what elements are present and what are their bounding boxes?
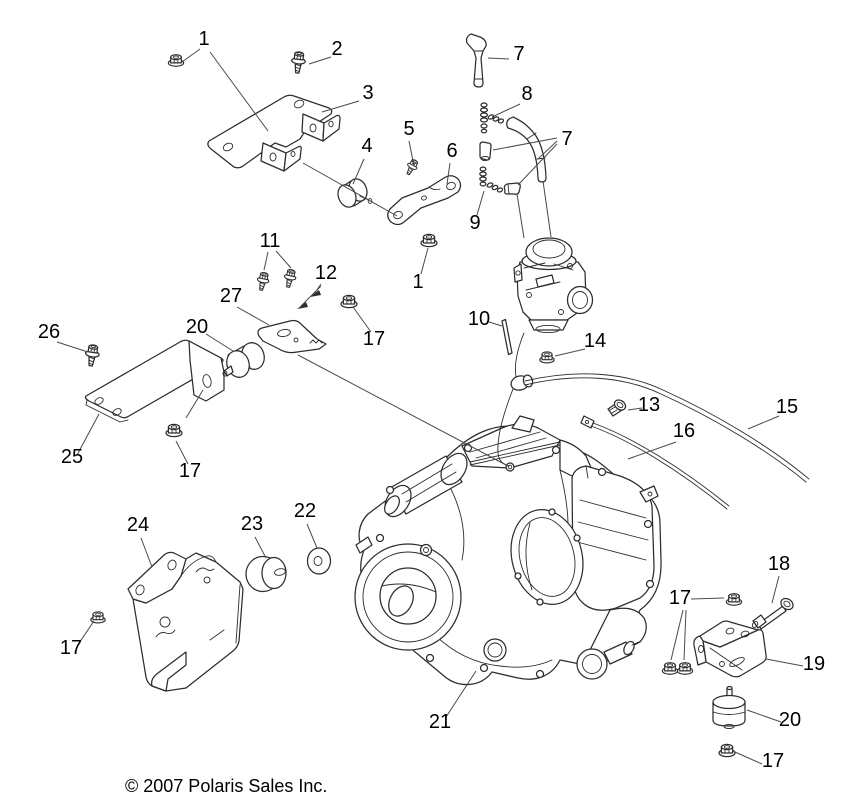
cable-16 <box>590 422 730 510</box>
callout-22: 22 <box>294 500 316 522</box>
callout-17-b: 17 <box>179 460 201 482</box>
callout-5: 5 <box>403 118 414 140</box>
flange-nut <box>661 662 679 675</box>
overflow-tube <box>501 318 513 356</box>
cable-ferrule <box>510 374 534 391</box>
flange-nut <box>718 743 736 758</box>
bolt-18 <box>751 597 794 630</box>
bracket-top <box>207 94 341 172</box>
callout-21: 21 <box>429 711 451 733</box>
bolt-13 <box>607 399 627 417</box>
callout-17-d: 17 <box>669 587 691 609</box>
callout-4: 4 <box>361 135 372 157</box>
pointer-arrows <box>297 290 321 309</box>
screw <box>83 343 101 368</box>
washer <box>306 547 332 575</box>
screw-small <box>403 157 421 178</box>
callout-2: 2 <box>331 38 342 60</box>
vent-hose-curved <box>506 116 547 183</box>
flange-nut <box>725 593 743 606</box>
callout-1-a: 1 <box>198 28 209 50</box>
callout-18: 18 <box>768 553 790 575</box>
vent-hose-top <box>465 33 487 88</box>
tee-fitting <box>479 102 505 134</box>
bolt <box>281 267 298 289</box>
hose-short-piece <box>479 141 492 161</box>
callout-13: 13 <box>638 394 660 416</box>
copyright-text: © 2007 Polaris Sales Inc. <box>125 776 327 796</box>
cable-15 <box>524 373 810 483</box>
callout-10: 10 <box>468 308 490 330</box>
flange-nut <box>167 54 185 67</box>
flange-nut <box>676 662 694 675</box>
callout-6: 6 <box>446 140 457 162</box>
flange-nut <box>90 611 106 624</box>
vent-hose-elbow <box>503 182 521 195</box>
callout-25: 25 <box>61 446 83 468</box>
flange-nut <box>340 294 358 309</box>
callout-17-a: 17 <box>363 328 385 350</box>
callout-8: 8 <box>521 83 532 105</box>
callout-23: 23 <box>241 513 263 535</box>
callout-12: 12 <box>315 262 337 284</box>
callout-7-b: 7 <box>561 128 572 150</box>
callout-19: 19 <box>803 653 825 675</box>
flange-nut <box>165 423 183 438</box>
callout-26: 26 <box>38 321 60 343</box>
callout-20-b: 20 <box>779 709 801 731</box>
callout-24: 24 <box>127 514 149 536</box>
callout-27: 27 <box>220 285 242 307</box>
gusset-bracket-small <box>257 319 327 354</box>
callout-16: 16 <box>673 420 695 442</box>
callout-9: 9 <box>469 212 480 234</box>
engine-assembly <box>354 415 662 686</box>
callout-14: 14 <box>584 330 606 352</box>
bushing-mount <box>337 178 373 208</box>
flange-nut <box>420 233 438 248</box>
bolt <box>254 270 271 292</box>
box-bracket <box>127 551 244 692</box>
carburetor <box>513 237 594 334</box>
rubber-mount-lower <box>712 685 746 729</box>
callout-15: 15 <box>776 396 798 418</box>
callout-20-a: 20 <box>186 316 208 338</box>
elbow-fitting <box>479 166 504 193</box>
screw <box>289 50 307 75</box>
long-bracket <box>84 339 225 423</box>
callout-7-a: 7 <box>513 43 524 65</box>
part-drawings <box>83 33 810 758</box>
cable-clamp <box>580 415 595 429</box>
callout-17-e: 17 <box>762 750 784 772</box>
callout-17-c: 17 <box>60 637 82 659</box>
callout-11: 11 <box>260 230 281 252</box>
callout-3: 3 <box>362 82 373 104</box>
callout-labels: 1 2 3 4 5 6 7 8 7 9 1 10 14 11 12 27 17 … <box>38 28 825 772</box>
callout-1-b: 1 <box>412 271 423 293</box>
flange-nut <box>539 351 555 364</box>
strap-bracket <box>387 175 462 226</box>
rubber-bushing <box>245 555 287 593</box>
leader-lines <box>56 48 804 765</box>
rubber-mount <box>222 342 265 378</box>
mount-bracket-19 <box>693 620 767 678</box>
